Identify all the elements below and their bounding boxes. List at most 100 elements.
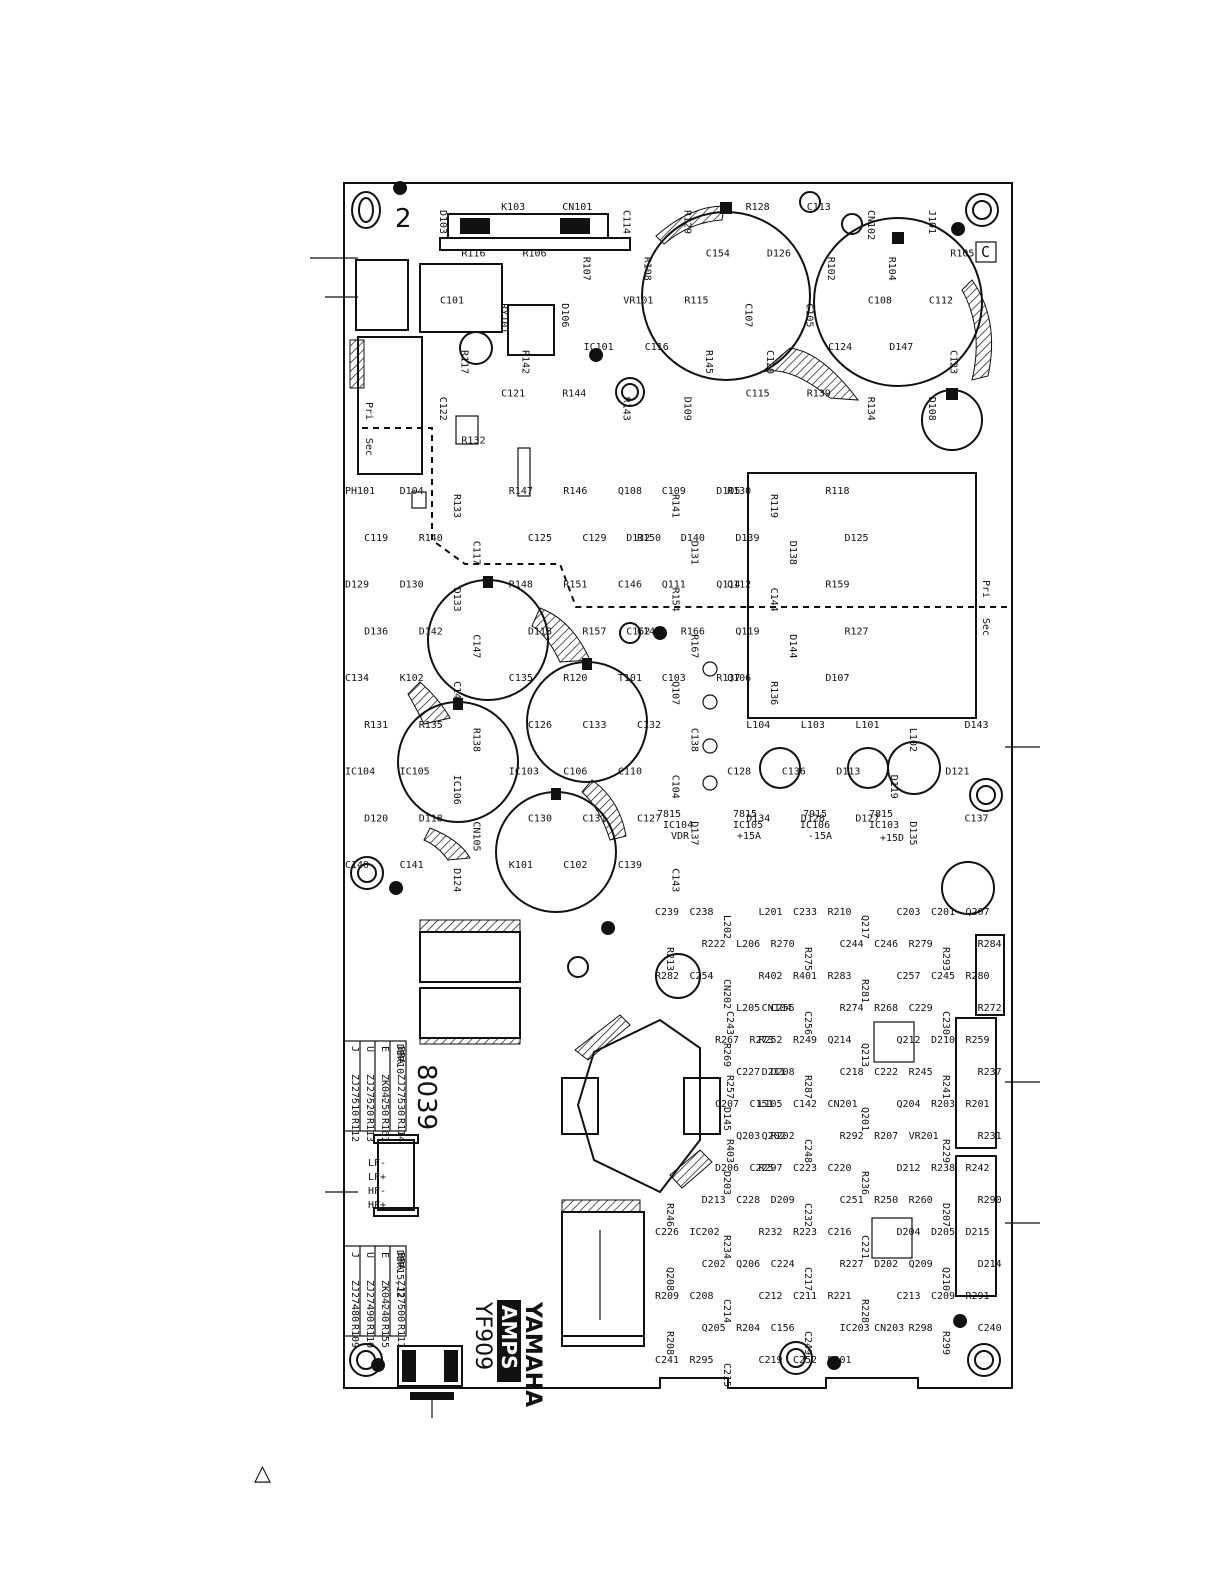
- component-ref-r284: R284: [978, 939, 1002, 950]
- silk-hatch-marks: [349, 339, 365, 389]
- component-ref-r139: R139: [807, 389, 831, 400]
- component-ref-ic105: IC105: [400, 767, 430, 778]
- component-ref-r107: R107: [581, 257, 592, 281]
- component-ref-r269: R269: [721, 1043, 732, 1067]
- component-ref-c133: C133: [582, 720, 606, 731]
- component-ref-d120: D120: [364, 813, 388, 824]
- component-ref-c214: C214: [721, 1299, 732, 1323]
- component-ref-vr101: VR101: [623, 295, 653, 306]
- component-ref-c125: C125: [528, 533, 552, 544]
- component-ref-r166: R166: [681, 626, 705, 637]
- component-ref-q119: Q119: [735, 626, 759, 637]
- component-ref-r201: R201: [966, 1099, 990, 1110]
- component-ref-ry101: RY101: [498, 303, 509, 333]
- component-ref-q202: Q202: [762, 1131, 786, 1142]
- component-ref-k103: K103: [501, 202, 525, 213]
- component-ref-d135: D135: [907, 821, 918, 845]
- component-ref-c228: C228: [736, 1195, 760, 1206]
- component-ref-q217: Q217: [859, 915, 870, 939]
- component-ref-c230: C230: [940, 1011, 951, 1035]
- component-ref-d202: D202: [874, 1259, 898, 1270]
- component-ref-d206: D206: [715, 1163, 739, 1174]
- ic-ref: IC106: [800, 820, 830, 831]
- table-title: DBR15,12: [394, 1250, 405, 1298]
- component-ref-c249: C249: [802, 1331, 813, 1355]
- component-ref-r231: R231: [978, 1131, 1002, 1142]
- regulator-labels: 7815 IC104 VDR 7815 IC105 +15A 7915 IC10…: [657, 809, 904, 844]
- component-ref-r209: R209: [655, 1291, 679, 1302]
- component-ref-r147: R147: [509, 486, 533, 497]
- component-ref-r154: R154: [670, 588, 681, 612]
- ic-note: VDR: [671, 831, 690, 842]
- component-ref-l105: L105: [759, 1099, 783, 1110]
- component-ref-t101: T101: [618, 673, 642, 684]
- component-ref-r292: R292: [840, 1131, 864, 1142]
- component-ref-r105: R105: [950, 249, 974, 260]
- component-ref-q114: Q114: [716, 580, 740, 591]
- component-ref-c138: C138: [689, 728, 700, 752]
- component-ref-c116: C116: [645, 342, 669, 353]
- component-ref-cn201: CN201: [828, 1099, 858, 1110]
- component-ref-r237: R237: [978, 1067, 1002, 1078]
- component-ref-d139: D139: [735, 533, 759, 544]
- table-cell: R114: [395, 1118, 406, 1142]
- bulk-capacitors-top: [641, 202, 993, 451]
- table-cell: ·: [395, 1096, 406, 1102]
- table-cell: ·: [379, 1302, 390, 1308]
- table-cell: R110: [364, 1324, 375, 1348]
- ic-footprints: [411, 415, 915, 1259]
- component-ref-c113: C113: [807, 202, 831, 213]
- component-ref-r238: R238: [931, 1163, 955, 1174]
- component-ref-d140: D140: [681, 533, 705, 544]
- component-ref-r157: R157: [582, 626, 606, 637]
- ic-ref: IC104: [663, 820, 693, 831]
- component-ref-c130: C130: [528, 813, 552, 824]
- component-ref-d205: D205: [931, 1227, 955, 1238]
- component-ref-c124: C124: [828, 342, 852, 353]
- component-ref-c110: C110: [618, 767, 642, 778]
- component-ref-c134: C134: [345, 673, 369, 684]
- diode-bridge-d103: [439, 213, 631, 251]
- component-ref-r280: R280: [966, 971, 990, 982]
- component-ref-q207: Q207: [966, 907, 990, 918]
- component-ref-r144: R144: [562, 389, 586, 400]
- component-ref-d214: D214: [978, 1259, 1002, 1270]
- component-ref-d121: D121: [945, 767, 969, 778]
- component-ref-c105: C105: [804, 303, 815, 327]
- component-ref-d119: D119: [888, 775, 899, 799]
- table-cell: R161: [379, 1118, 390, 1142]
- component-ref-q108: Q108: [618, 486, 642, 497]
- component-ref-r222: R222: [702, 939, 726, 950]
- component-ref-c252: C252: [793, 1355, 817, 1366]
- component-ref-c229: C229: [909, 1003, 933, 1014]
- component-ref-d104: D104: [400, 486, 424, 497]
- component-ref-d130: D130: [400, 580, 424, 591]
- component-ref-c203: C203: [897, 907, 921, 918]
- component-ref-l201: L201: [759, 907, 783, 918]
- ic-ref: IC103: [869, 820, 899, 831]
- component-ref-c222: C222: [874, 1067, 898, 1078]
- isolation-boundary: [362, 427, 748, 608]
- component-ref-d129: D129: [345, 580, 369, 591]
- component-ref-d103: D103: [437, 210, 448, 234]
- component-ref-r283: R283: [828, 971, 852, 982]
- component-ref-r140: R140: [419, 533, 443, 544]
- component-ref-r250: R250: [874, 1195, 898, 1206]
- component-ref-r141: R141: [670, 494, 681, 518]
- component-ref-r120: R120: [563, 673, 587, 684]
- component-ref-c141: C141: [400, 860, 424, 871]
- component-ref-d208: D208: [771, 1067, 795, 1078]
- component-ref-q214: Q214: [828, 1035, 852, 1046]
- component-ref-l202: L202: [721, 915, 732, 939]
- ic-part: 7815: [733, 809, 757, 820]
- component-ref-d134: D134: [746, 813, 770, 824]
- component-ref-c101: C101: [440, 295, 464, 306]
- component-ref-r135: R135: [419, 720, 443, 731]
- table-cell: ZJ27500: [395, 1280, 406, 1322]
- component-ref-c225: C225: [750, 1163, 774, 1174]
- component-ref-r104: R104: [886, 257, 897, 281]
- component-ref-r268: R268: [874, 1003, 898, 1014]
- resistor-table-1: DBR10 JZJ27510·R112UZJ27520·R113EZK04250…: [349, 1044, 406, 1142]
- component-ref-c145: C145: [637, 626, 661, 637]
